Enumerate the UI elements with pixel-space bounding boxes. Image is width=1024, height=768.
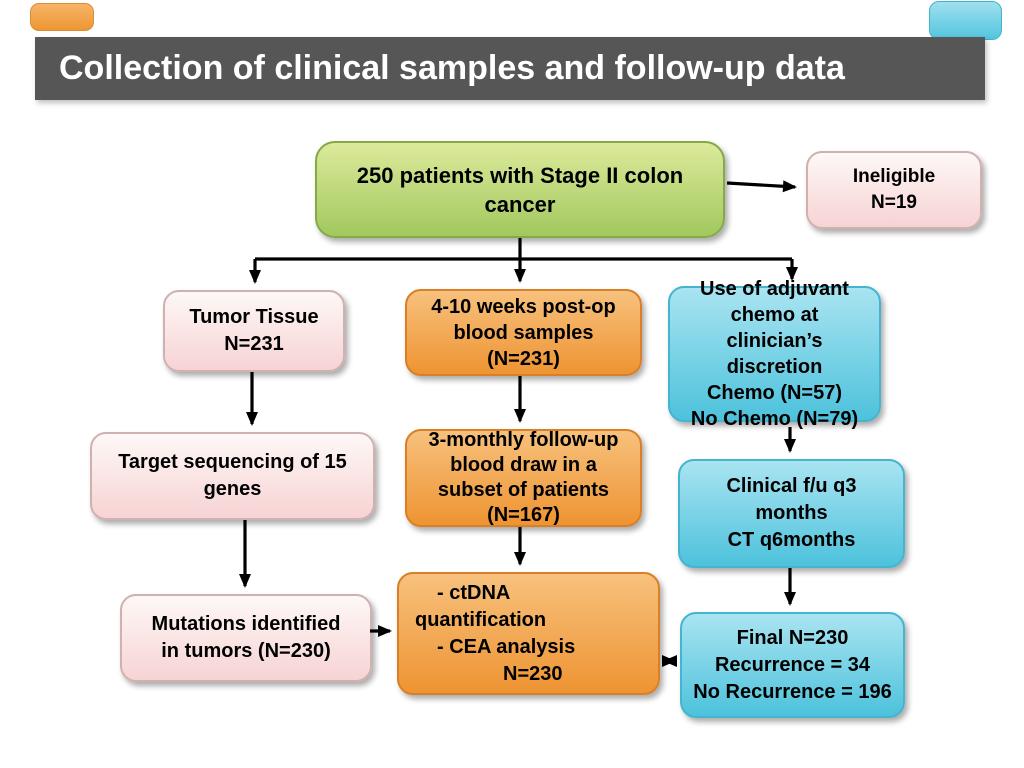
node-line: Chemo (N=57) — [706, 382, 843, 404]
node-line: (N=167) — [487, 504, 560, 526]
node-ctdna-cea: - ctDNA quantification - CEA analysis N=… — [397, 572, 660, 695]
node-line: cancer — [484, 191, 556, 217]
node-line: Recurrence = 34 — [714, 653, 871, 676]
node-line: genes — [203, 478, 262, 500]
node-line: in tumors (N=230) — [161, 640, 331, 662]
node-line: blood samples — [453, 321, 594, 344]
node-line: discretion — [726, 356, 823, 378]
node-line: N=19 — [871, 192, 917, 213]
arrow-start-to-ineligible — [726, 180, 797, 193]
node-text: Final N=230 Recurrence = 34 No Recurrenc… — [693, 625, 891, 706]
node-target-sequencing: Target sequencing of 15 genes — [90, 432, 375, 520]
node-line: No Chemo (N=79) — [690, 408, 859, 430]
node-text: Ineligible N=19 — [853, 164, 935, 216]
node-clinical-followup: Clinical f/u q3 months CT q6months — [678, 459, 905, 568]
node-text: 3-monthly follow-up blood draw in a subs… — [429, 428, 619, 528]
node-line: Target sequencing of 15 — [118, 451, 347, 473]
node-ineligible: Ineligible N=19 — [806, 151, 982, 229]
node-line: chemo at — [730, 304, 819, 326]
node-text: Clinical f/u q3 months CT q6months — [726, 473, 856, 554]
node-line: 3-monthly follow-up — [428, 429, 619, 451]
node-text: 4-10 weeks post-op blood samples (N=231) — [431, 294, 616, 372]
node-line: Tumor Tissue — [189, 306, 319, 328]
node-final-outcome: Final N=230 Recurrence = 34 No Recurrenc… — [680, 612, 905, 718]
node-line: N=230 — [503, 662, 563, 685]
node-line: quantification — [415, 608, 547, 631]
node-line: Ineligible — [852, 166, 936, 187]
node-line: N=231 — [224, 333, 284, 355]
node-text: Use of adjuvant chemo at clinician’s dis… — [691, 276, 858, 432]
node-text: - ctDNA quantification - CEA analysis N=… — [415, 580, 575, 688]
node-followup-blood: 3-monthly follow-up blood draw in a subs… — [405, 429, 642, 527]
node-line: Use of adjuvant — [700, 278, 849, 300]
node-line: months — [755, 502, 828, 524]
node-line: Clinical f/u q3 — [726, 475, 857, 497]
node-line: 4-10 weeks post-op — [431, 295, 616, 318]
node-mutations: Mutations identified in tumors (N=230) — [120, 594, 372, 682]
node-line: clinician’s — [726, 330, 823, 352]
node-postop-blood: 4-10 weeks post-op blood samples (N=231) — [405, 289, 642, 376]
node-line: (N=231) — [487, 347, 560, 370]
node-line: CT q6months — [727, 529, 856, 551]
node-text: Tumor Tissue N=231 — [189, 304, 318, 358]
node-line: - ctDNA — [437, 581, 511, 604]
node-line: blood draw in a — [450, 454, 597, 476]
node-line: 250 patients with Stage II colon — [356, 162, 684, 188]
node-line: Mutations identified — [151, 613, 341, 635]
node-text: Mutations identified in tumors (N=230) — [152, 611, 341, 665]
node-line: No Recurrence = 196 — [693, 680, 892, 703]
node-tumor-tissue: Tumor Tissue N=231 — [163, 290, 345, 372]
node-line: subset of patients — [437, 479, 610, 501]
node-text: 250 patients with Stage II colon cancer — [357, 161, 683, 219]
node-line: - CEA analysis — [437, 635, 576, 658]
slide-title: Collection of clinical samples and follo… — [59, 49, 845, 87]
node-text: Target sequencing of 15 genes — [118, 449, 347, 503]
corner-accent-orange — [30, 3, 94, 31]
node-line: Final N=230 — [736, 626, 849, 649]
node-250-patients: 250 patients with Stage II colon cancer — [315, 141, 725, 238]
corner-accent-cyan — [929, 1, 1002, 40]
node-adjuvant-chemo: Use of adjuvant chemo at clinician’s dis… — [668, 278, 881, 430]
slide-title-bar: Collection of clinical samples and follo… — [35, 37, 985, 100]
